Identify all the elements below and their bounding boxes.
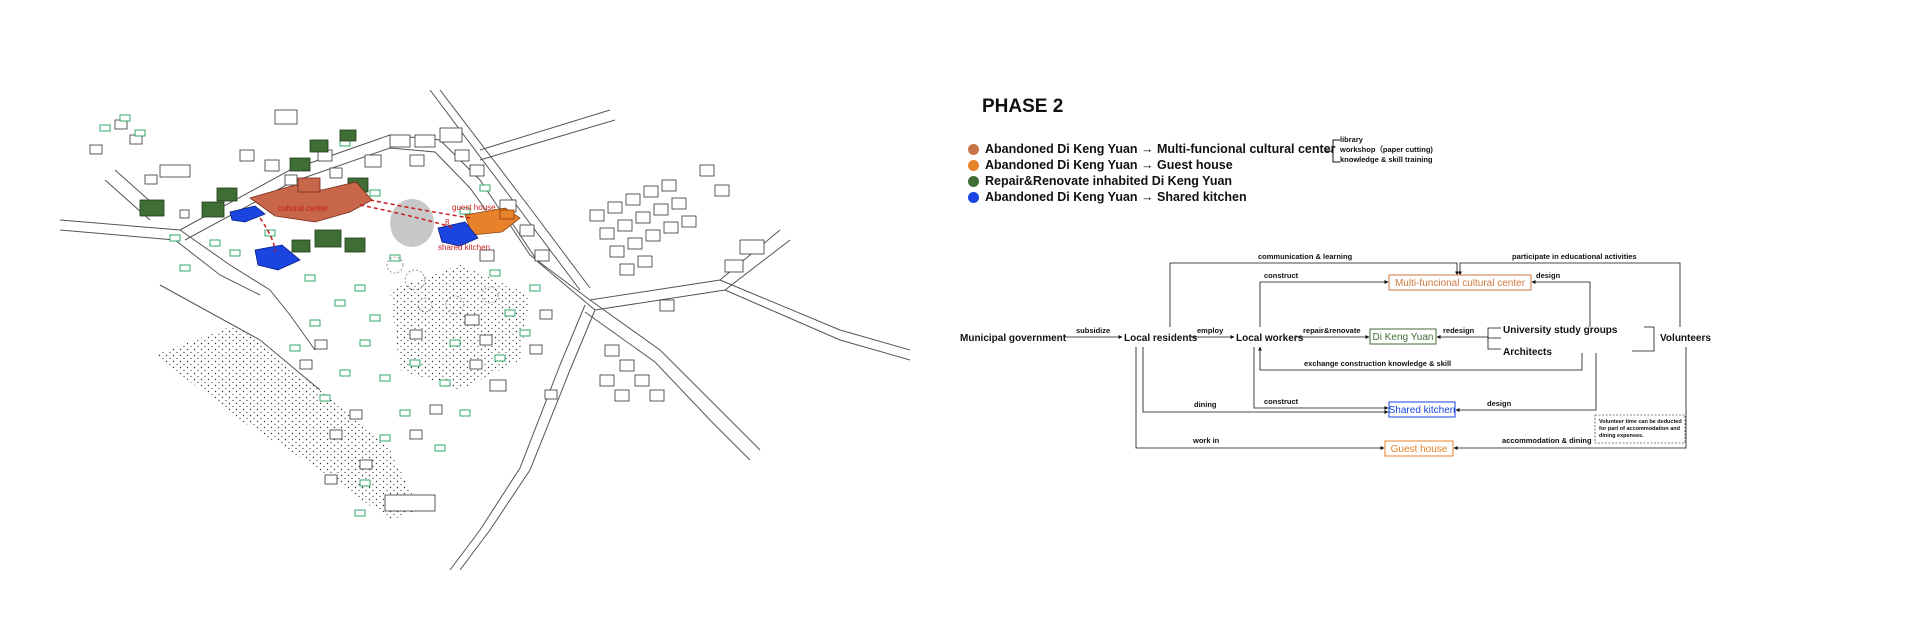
function-item: library [1340, 135, 1363, 144]
node-workers: Local workers [1236, 333, 1304, 344]
label-redesign: redesign [1443, 326, 1475, 335]
edge-construct-cultural [1259, 280, 1389, 327]
pond [390, 199, 434, 247]
cultural-center-buildings [249, 177, 373, 223]
legend-label: Repair&Renovate inhabited Di Keng Yuan [985, 174, 1233, 188]
node-municipal: Municipal government [960, 333, 1067, 344]
label-construct2: construct [1264, 397, 1299, 406]
trees [386, 256, 499, 315]
map-label-marker: 8 [445, 218, 450, 227]
box-dkyuan-label: Di Keng Yuan [1373, 332, 1434, 343]
road-network [60, 90, 910, 570]
green-markers [99, 114, 541, 517]
phase-title: PHASE 2 [982, 96, 1064, 117]
box-guest-house-label: Guest house [1391, 444, 1448, 455]
stakeholder-diagram: Municipal government Local residents Loc… [960, 252, 1711, 457]
node-architects: Architects [1503, 347, 1552, 358]
edge-communication [1169, 262, 1459, 327]
box-dkyuan [1369, 328, 1437, 345]
box-kitchen-label: Shared kitchen [1389, 405, 1456, 416]
edge-design-kitchen [1455, 353, 1597, 412]
legend-dot [968, 191, 979, 203]
legend: Abandoned Di Keng Yuan → Multi-funcional… [968, 141, 1336, 205]
legend-item-shared-kitchen: Abandoned Di Keng Yuan → Shared kitchen [968, 189, 1336, 205]
label-repair: repair&renovate [1303, 326, 1361, 335]
legend-dot [968, 159, 979, 171]
connection-lines [259, 199, 471, 253]
bracket-univ-arch [1487, 327, 1501, 350]
label-comm: communication & learning [1258, 252, 1353, 261]
map-label-shared-kitchen: shared kitchen [438, 243, 490, 252]
label-design1: design [1536, 271, 1561, 280]
box-kitchen [1388, 401, 1456, 418]
edge-dining [1142, 347, 1389, 414]
function-item: knowledge & skill training [1340, 155, 1433, 164]
box-cultural-center [1388, 274, 1532, 291]
label-exchange: exchange construction knowledge & skill [1304, 359, 1451, 368]
legend-label: Abandoned Di Keng Yuan → Shared kitchen [985, 190, 1247, 204]
legend-label: Abandoned Di Keng Yuan → Multi-funcional… [985, 142, 1336, 156]
label-subsidize: subsidize [1076, 326, 1110, 335]
sublist-bracket [1326, 139, 1340, 163]
edge-participate [1458, 262, 1681, 327]
label-participate: participate in educational activities [1512, 252, 1637, 261]
label-work-in: work in [1192, 436, 1220, 445]
volunteer-note-line: for part of accommodation and [1599, 426, 1680, 432]
node-university: University study groups [1503, 325, 1618, 336]
edge-design-cultural [1531, 280, 1591, 327]
shared-kitchen-buildings [229, 205, 479, 271]
guest-house-buildings [464, 207, 521, 236]
legend-item-cultural-center: Abandoned Di Keng Yuan → Multi-funcional… [968, 141, 1336, 157]
edge-volunteers-univ [1632, 326, 1655, 352]
volunteer-note-line: Volunteer time can be deducted [1599, 419, 1682, 425]
cultural-center-functions: library workshop（paper cutting) knowledg… [1340, 135, 1433, 165]
box-guest-house [1384, 440, 1454, 457]
volunteer-note-box [1594, 414, 1686, 444]
edge-accommodation [1453, 347, 1687, 450]
edge-redesign [1436, 335, 1501, 339]
label-construct1: construct [1264, 271, 1299, 280]
volunteer-note-line: dining expenses. [1599, 433, 1644, 439]
node-residents: Local residents [1124, 333, 1198, 344]
label-dining: dining [1194, 400, 1217, 409]
node-volunteers: Volunteers [1660, 333, 1711, 344]
function-item: workshop（paper cutting) [1340, 145, 1433, 154]
edge-construct-kitchen [1253, 347, 1389, 410]
legend-dot [968, 175, 979, 187]
legend-dot [968, 143, 979, 155]
label-design2: design [1487, 399, 1512, 408]
label-accommodation: accommodation & dining [1502, 436, 1592, 445]
edge-exchange [1258, 346, 1583, 371]
east-housing-cluster [589, 164, 765, 402]
legend-item-guest-house: Abandoned Di Keng Yuan → Guest house [968, 157, 1336, 173]
box-cultural-center-label: Multi-funcional cultural center [1395, 278, 1526, 289]
map-label-cultural-center: cultural center [278, 204, 329, 213]
buildings [89, 109, 558, 512]
legend-label: Abandoned Di Keng Yuan → Guest house [985, 158, 1233, 172]
site-map: cultural center guest house shared kitch… [60, 90, 910, 570]
map-label-guest-house: guest house [452, 203, 496, 212]
edge-work-in [1135, 347, 1385, 450]
label-employ: employ [1197, 326, 1224, 335]
legend-item-renovate: Repair&Renovate inhabited Di Keng Yuan [968, 173, 1336, 189]
